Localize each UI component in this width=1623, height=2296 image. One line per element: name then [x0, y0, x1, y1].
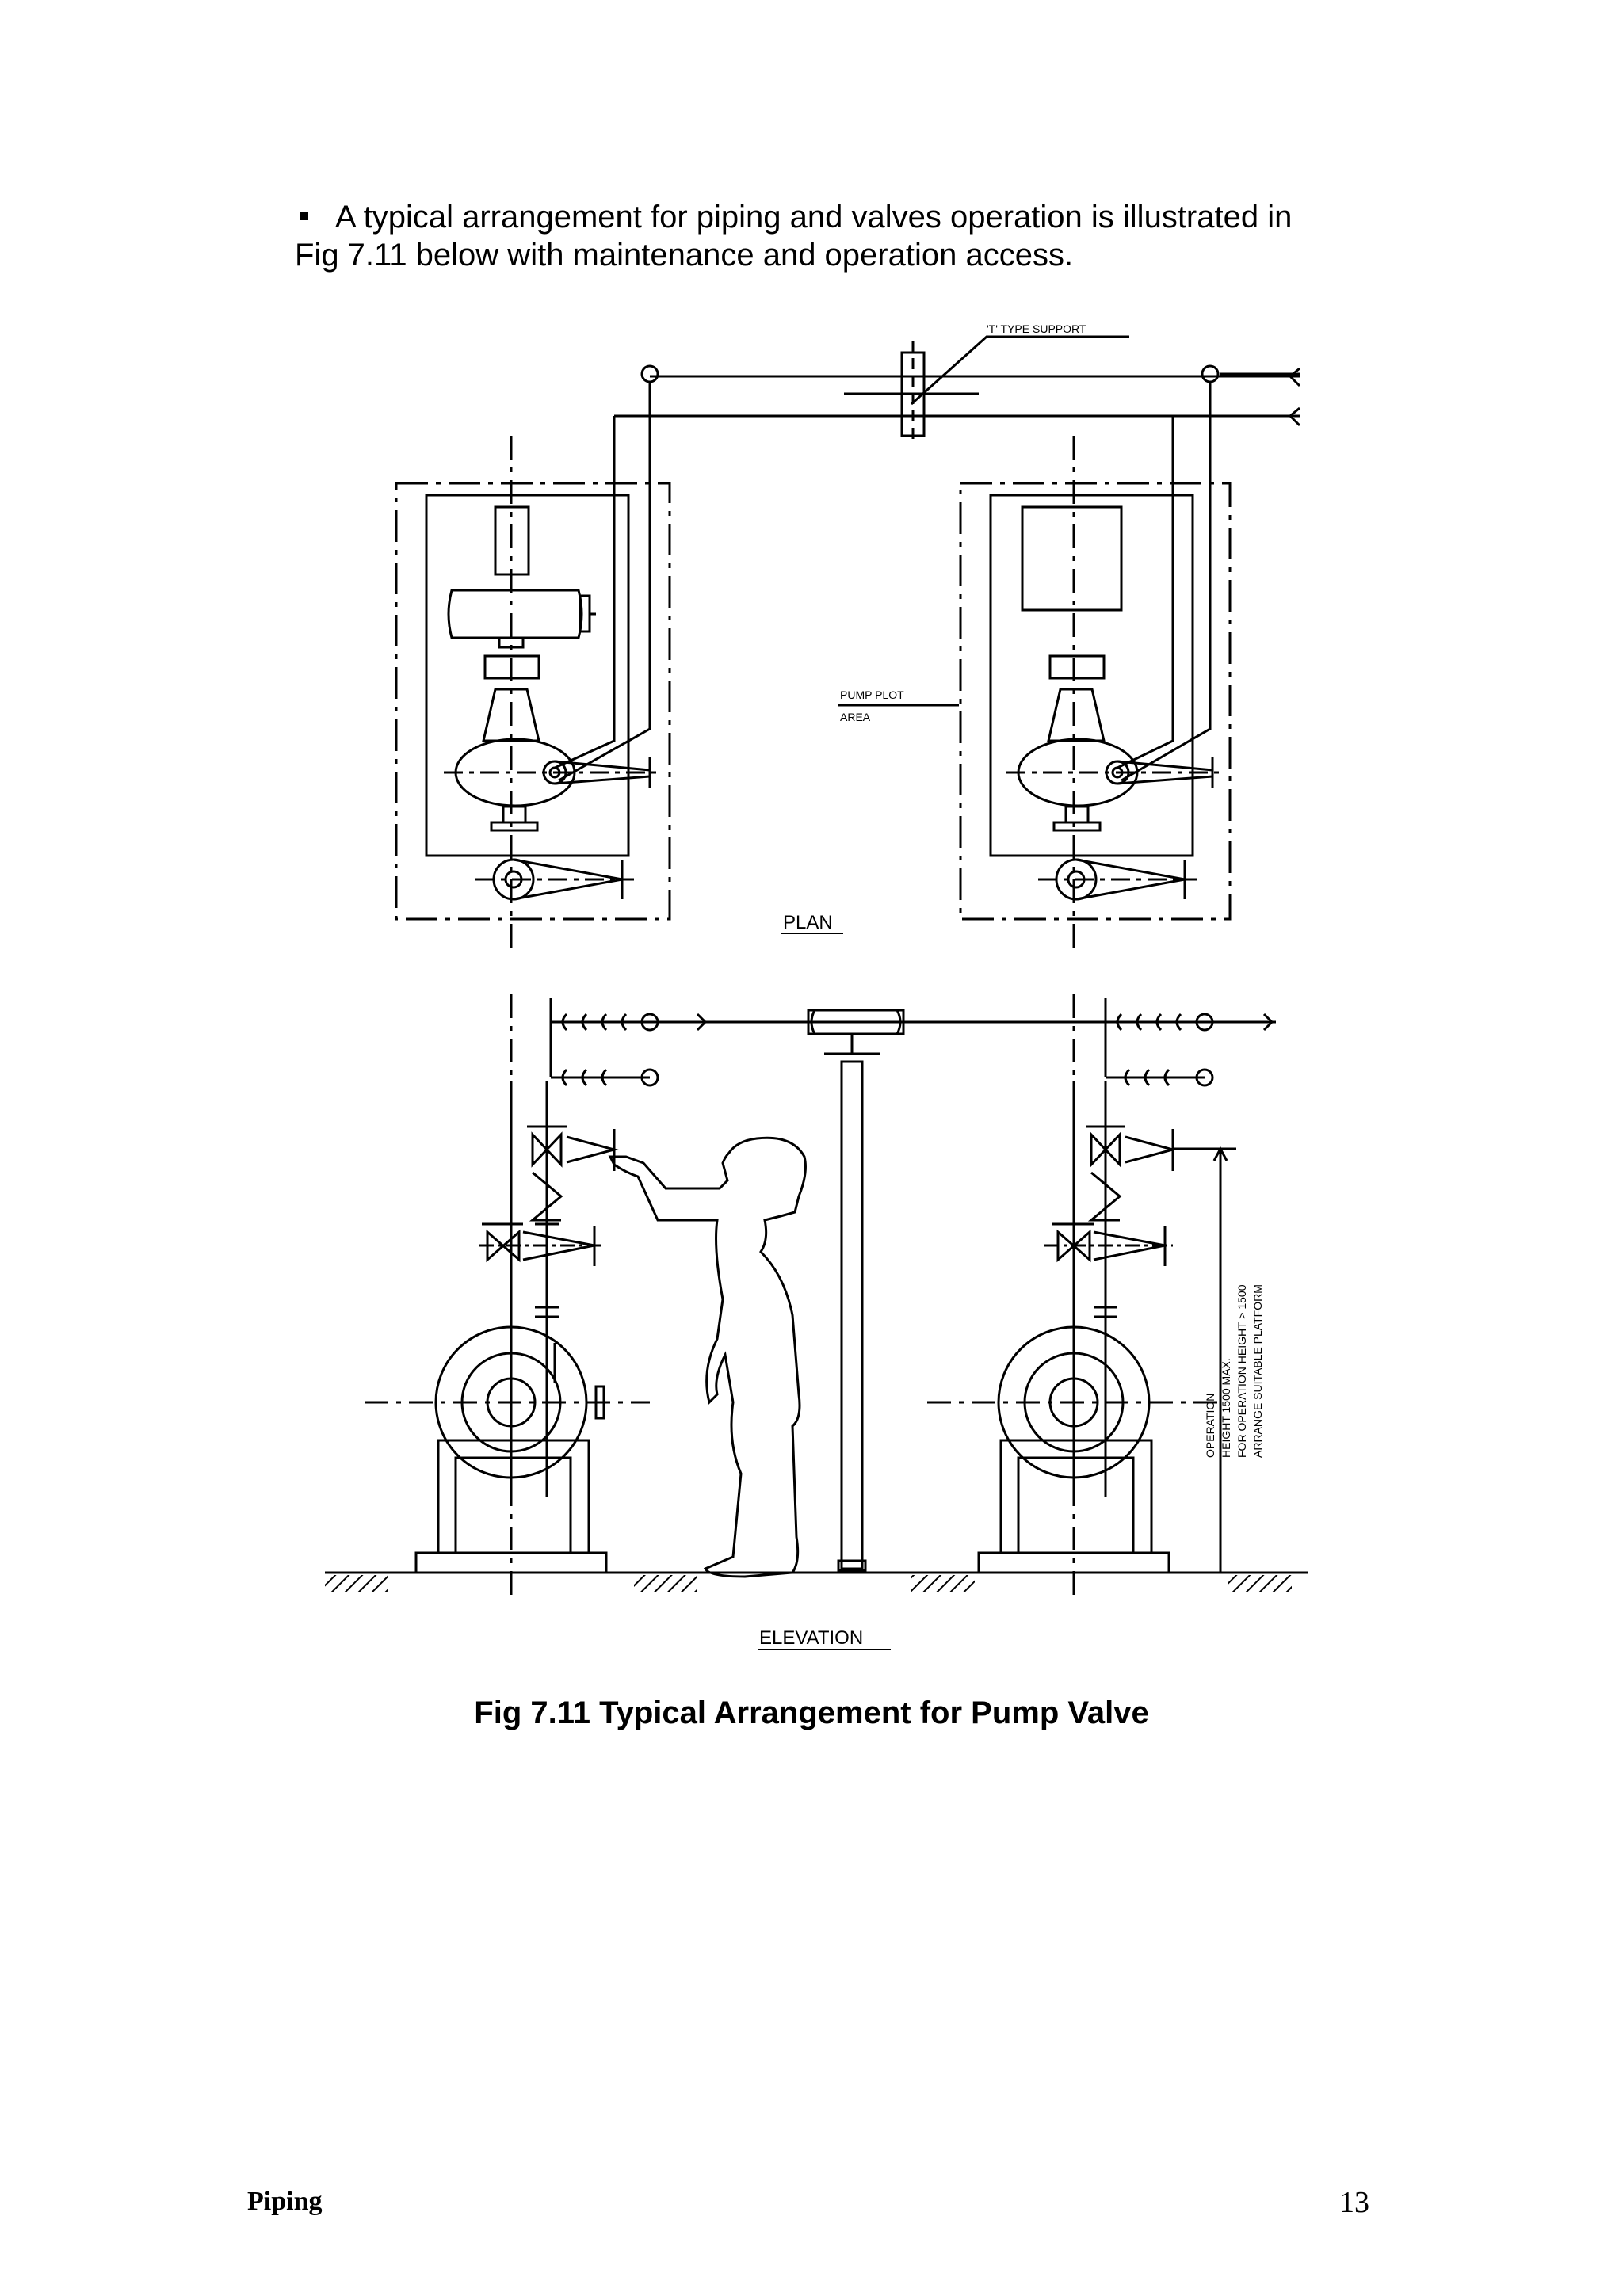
- intro-line-2: Fig 7.11 below with maintenance and oper…: [295, 238, 1074, 273]
- pump-plot-label-1: PUMP PLOT: [840, 688, 904, 701]
- operator-figure: [608, 1136, 807, 1578]
- t-support-label: 'T' TYPE SUPPORT: [987, 322, 1086, 335]
- footer-section-title: Piping: [247, 2187, 323, 2216]
- elevation-pump-right: [927, 994, 1274, 1600]
- square-bullet-icon: [300, 212, 308, 221]
- elevation-label: ELEVATION: [759, 1627, 863, 1649]
- plan-pump-right: [959, 382, 1232, 951]
- page-number: 13: [1339, 2186, 1369, 2219]
- intro-line-1: A typical arrangement for piping and val…: [295, 198, 1357, 236]
- plan-pump-left: [395, 382, 671, 951]
- intro-paragraph: A typical arrangement for piping and val…: [295, 198, 1357, 274]
- operation-note-3: FOR OPERATION HEIGHT > 1500: [1235, 1284, 1248, 1458]
- elevation-view: OPERATION HEIGHT 1500 MAX. FOR OPERATION…: [325, 994, 1308, 1650]
- operation-note-1: OPERATION: [1204, 1394, 1216, 1458]
- plan-view: 'T' TYPE SUPPORT: [395, 322, 1301, 951]
- figure-caption: Fig 7.11 Typical Arrangement for Pump Va…: [474, 1695, 1149, 1730]
- operation-note-4: ARRANGE SUITABLE PLATFORM: [1251, 1284, 1264, 1458]
- elevation-pump-left: [365, 994, 708, 1600]
- operation-note-2: HEIGHT 1500 MAX.: [1220, 1358, 1232, 1458]
- plan-label: PLAN: [783, 912, 833, 933]
- pump-plot-label-2: AREA: [840, 711, 871, 723]
